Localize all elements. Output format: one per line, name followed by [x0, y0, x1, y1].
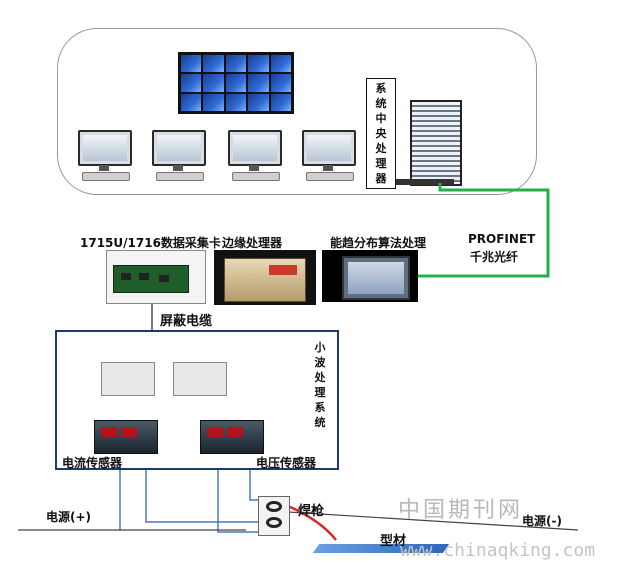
cpu-char: 央: [375, 127, 387, 140]
welding-torch-label: 焊枪: [298, 504, 325, 519]
cpu-label: 系 统 中 央 处 理 器: [367, 81, 395, 186]
current-sensor-device: [94, 420, 158, 454]
server-base: [396, 179, 454, 185]
feature-extraction-block: [101, 362, 155, 396]
edge-processor-label: 边缘处理器: [222, 236, 283, 250]
server-tower-icon: [410, 100, 462, 186]
power-plus-label: 电源(+): [46, 510, 92, 524]
current-sensor-label: 电流传感器: [62, 456, 123, 470]
torch-wire: [287, 504, 337, 541]
voltage-sensor-label: 电压传感器: [256, 456, 317, 470]
profinet-label: PROFINET: [468, 232, 536, 246]
wavelet-char: 系: [314, 401, 326, 414]
cpu-char: 中: [375, 112, 387, 125]
welding-torch-coils-icon: [258, 496, 290, 536]
workstation-4: [300, 130, 356, 186]
fiber-link-line: [418, 183, 550, 278]
cpu-char: 系: [375, 82, 387, 95]
power-minus-line: [287, 511, 579, 531]
voltage-sensor-device: [200, 420, 264, 454]
wire-voltage-sensor: [217, 452, 258, 533]
power-minus-label: 电源(-): [522, 514, 562, 528]
cpu-char: 统: [375, 97, 387, 110]
edge-processor-icon: [214, 250, 316, 305]
filter-block: [173, 362, 227, 396]
cpu-label-box: 系 统 中 央 处 理 器: [366, 78, 396, 189]
wavelet-system-label: 小 波 处 理 系 统: [312, 340, 328, 430]
watermark-site-name: 中国期刊网: [398, 498, 524, 523]
energy-processing-monitor-icon: [322, 250, 418, 302]
video-wall: [178, 52, 294, 114]
fiber-label: 千兆光纤: [470, 250, 519, 264]
workstation-1: [76, 130, 132, 186]
wavelet-char: 理: [314, 386, 326, 399]
cpu-char: 器: [375, 172, 387, 185]
energy-processing-label: 能趋分布算法处理: [330, 236, 427, 250]
workstation-2: [150, 130, 206, 186]
wavelet-char: 统: [314, 416, 326, 429]
wavelet-char: 波: [314, 356, 326, 369]
cpu-char: 理: [375, 157, 387, 170]
cpu-char: 处: [375, 142, 387, 155]
wire-current-sensor-2: [145, 452, 258, 523]
daq-card-label: 1715U/1716数据采集卡: [80, 236, 221, 250]
watermark-site-url: www.chinaqking.com: [400, 540, 596, 561]
wavelet-char: 小: [314, 341, 326, 354]
wavelet-char: 处: [314, 371, 326, 384]
shield-cable-label: 屏蔽电缆: [160, 314, 213, 329]
workstation-3: [226, 130, 282, 186]
daq-card-icon: [106, 250, 206, 304]
profile-material-label: 型材: [380, 534, 407, 549]
